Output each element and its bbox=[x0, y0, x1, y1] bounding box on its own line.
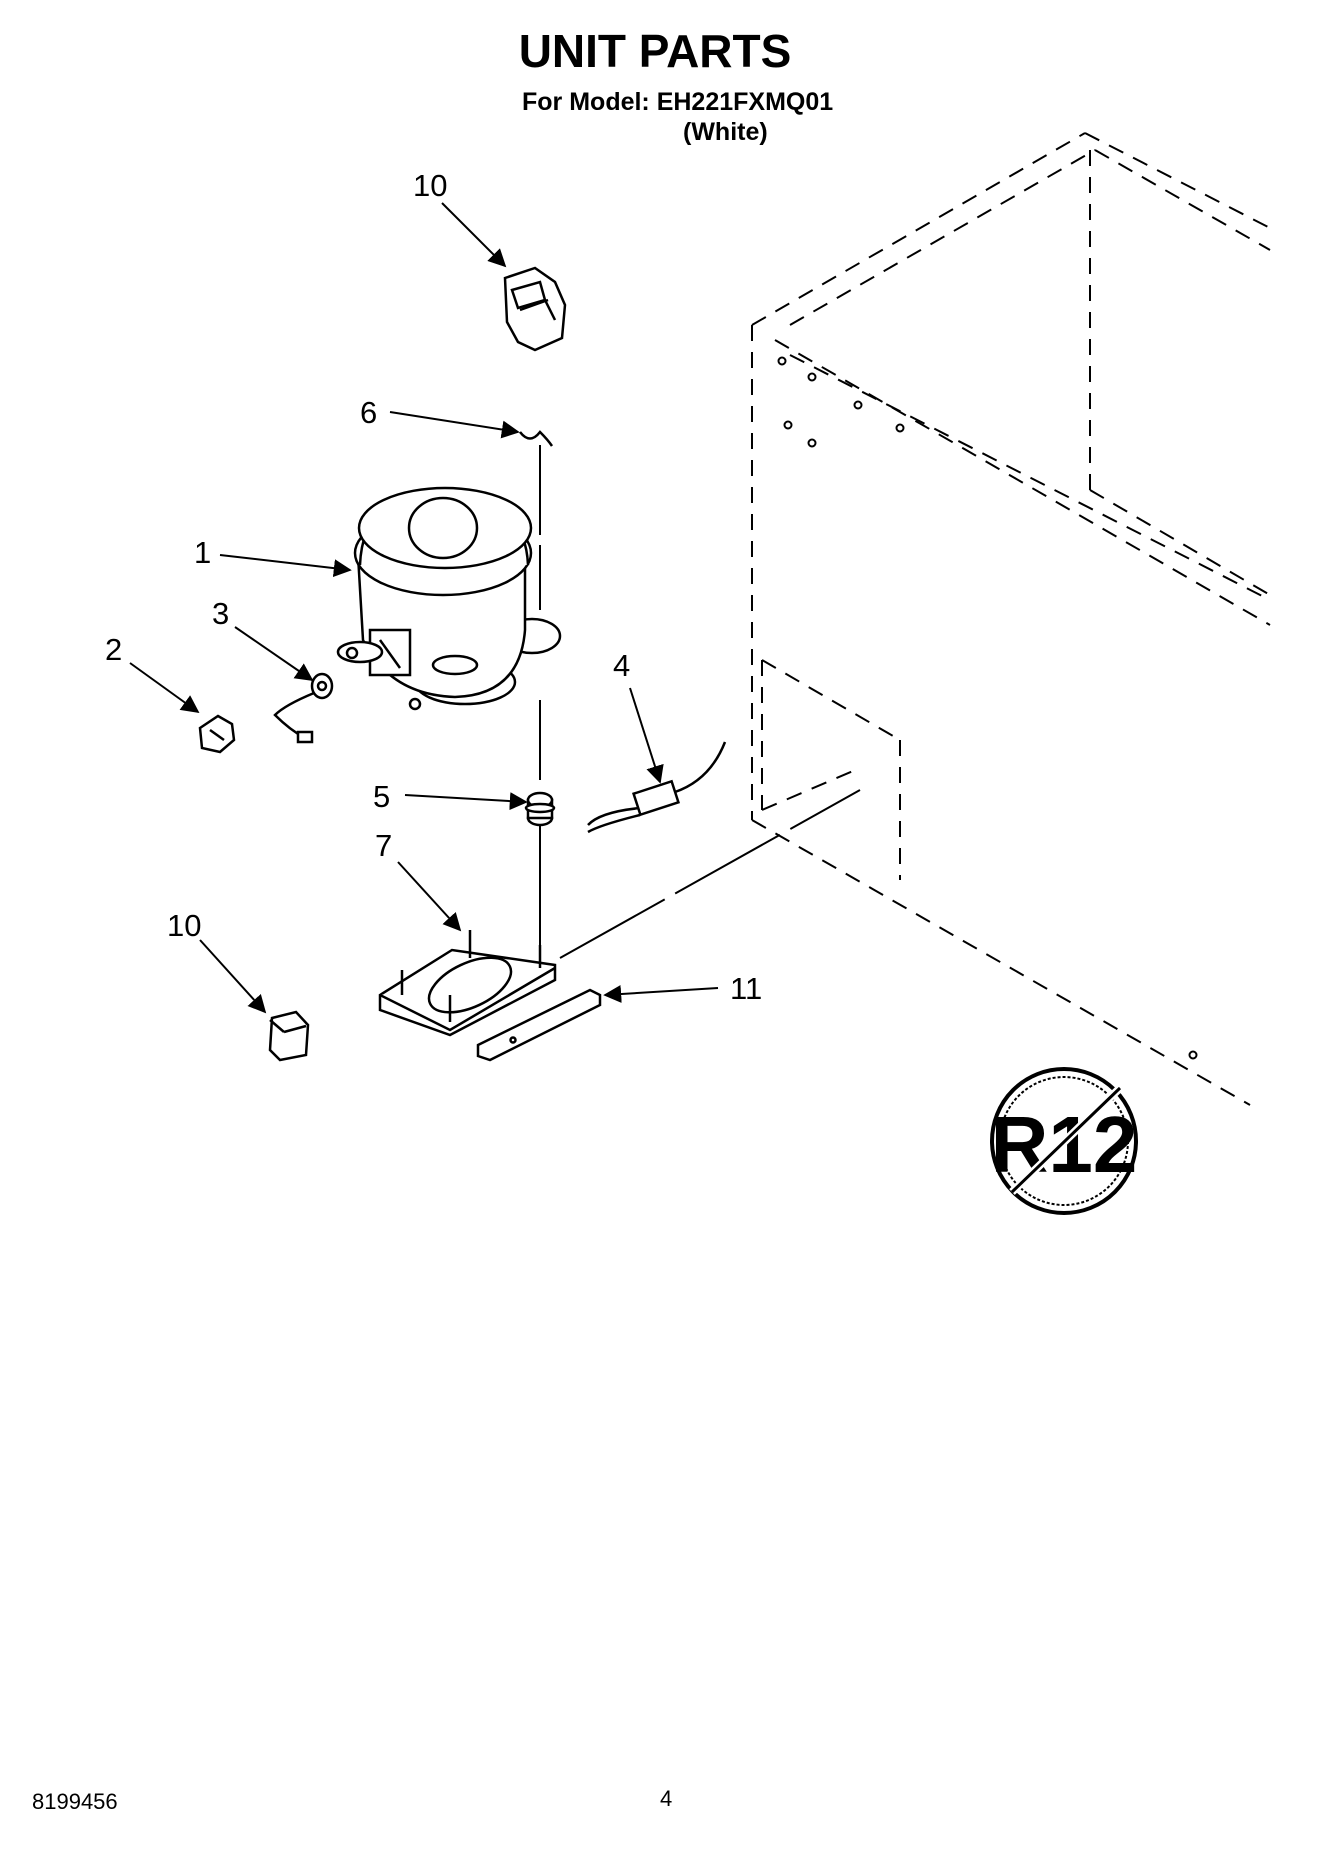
overload-relay-part bbox=[273, 672, 334, 744]
guide-lines bbox=[539, 445, 861, 959]
callout-2: 2 bbox=[105, 632, 123, 667]
relay-cover-part bbox=[198, 714, 236, 754]
cabinet-outline bbox=[751, 132, 1271, 1106]
no-r12-icon: R12 bbox=[990, 1067, 1138, 1215]
callout-5: 5 bbox=[373, 779, 391, 814]
callout-10: 10 bbox=[167, 908, 202, 943]
dryer-part bbox=[587, 741, 727, 834]
color-line: (White) bbox=[683, 118, 768, 146]
callout-1: 1 bbox=[194, 535, 212, 570]
callout-11: 11 bbox=[730, 971, 763, 1006]
capacitor-part bbox=[268, 1010, 310, 1062]
callout-4: 4 bbox=[613, 648, 631, 683]
leader-lines bbox=[129, 202, 719, 1014]
page-number: 4 bbox=[660, 1786, 673, 1811]
callout-7: 7 bbox=[375, 828, 393, 863]
model-line: For Model: EH221FXMQ01 bbox=[522, 88, 834, 116]
mounting-base-part bbox=[378, 930, 557, 1037]
callout-6: 6 bbox=[360, 395, 378, 430]
page-title: UNIT PARTS bbox=[518, 25, 792, 77]
grommet-part bbox=[524, 791, 556, 827]
callout-3: 3 bbox=[212, 596, 230, 631]
bracket-part bbox=[476, 988, 602, 1062]
compressor-part bbox=[336, 486, 562, 711]
doc-number: 8199456 bbox=[32, 1789, 118, 1814]
callout-8: 10 bbox=[413, 168, 448, 203]
clip-part bbox=[519, 430, 554, 447]
terminal-block-part bbox=[503, 266, 567, 352]
cabinet-holes bbox=[777, 356, 1198, 1060]
